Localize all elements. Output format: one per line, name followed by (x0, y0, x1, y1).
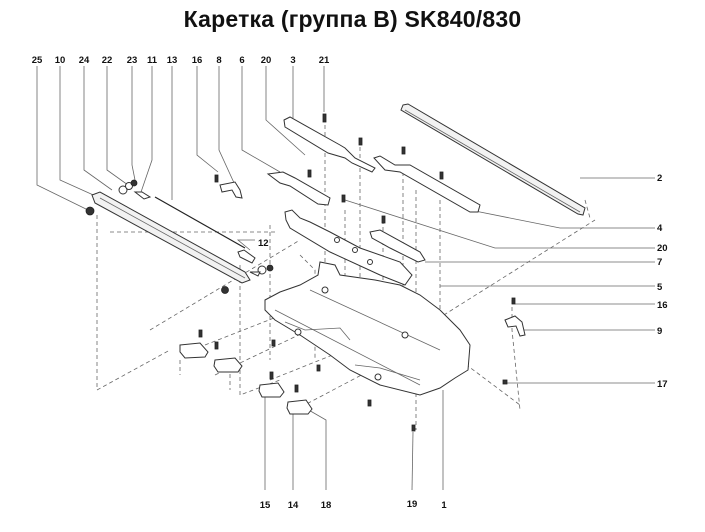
callout-22: 22 (102, 55, 113, 66)
bottom-callouts: 15 14 18 19 1 (260, 499, 448, 511)
right-callouts: 2 4 20 7 5 16 9 17 (657, 173, 668, 390)
callout-21: 21 (319, 55, 330, 66)
part-8-bracket (219, 181, 243, 199)
callout-7: 7 (657, 257, 662, 268)
callout-8: 8 (216, 55, 221, 66)
rubber-pads (179, 342, 313, 415)
part-3-bracket (283, 116, 376, 173)
callout-1: 1 (441, 500, 447, 511)
callout-9: 9 (657, 326, 662, 337)
callout-10: 10 (55, 55, 66, 66)
callout-16-top: 16 (192, 55, 203, 66)
callout-16-right: 16 (657, 300, 668, 311)
callout-2: 2 (657, 173, 662, 184)
part-10-carriage-shaft (91, 191, 251, 284)
part-4-bracket (373, 155, 481, 213)
part-7-frame-plate (284, 209, 413, 286)
part-20-plate (369, 229, 426, 263)
part-12-clip (237, 249, 256, 264)
callout-6: 6 (239, 55, 244, 66)
callout-5: 5 (657, 282, 663, 293)
callout-23: 23 (127, 55, 138, 66)
callout-15: 15 (260, 500, 271, 511)
callout-3: 3 (290, 55, 295, 66)
callout-12: 12 (258, 238, 269, 249)
diagram-title: Каретка (группа B) SK840/830 (183, 6, 522, 32)
screws (198, 113, 516, 432)
callout-4: 4 (657, 223, 663, 234)
callout-14: 14 (288, 500, 299, 511)
top-callouts: 25 10 24 22 23 11 13 16 8 6 20 3 21 (32, 55, 330, 66)
callout-24: 24 (79, 55, 90, 66)
callout-13: 13 (167, 55, 178, 66)
small-fittings (85, 179, 274, 294)
callout-20-top: 20 (261, 55, 272, 66)
part-9-bracket (504, 315, 526, 337)
leader-lines (36, 66, 655, 491)
callout-11: 11 (147, 55, 158, 66)
part-2-rail (400, 103, 586, 216)
callout-20-right: 20 (657, 243, 668, 254)
part-5-carriage-chassis (264, 261, 471, 396)
part-6-plate (266, 171, 331, 206)
callout-25: 25 (32, 55, 43, 66)
callout-18: 18 (321, 500, 332, 511)
part-13-rod (154, 196, 246, 249)
callout-17: 17 (657, 379, 668, 390)
callout-19: 19 (407, 499, 418, 510)
